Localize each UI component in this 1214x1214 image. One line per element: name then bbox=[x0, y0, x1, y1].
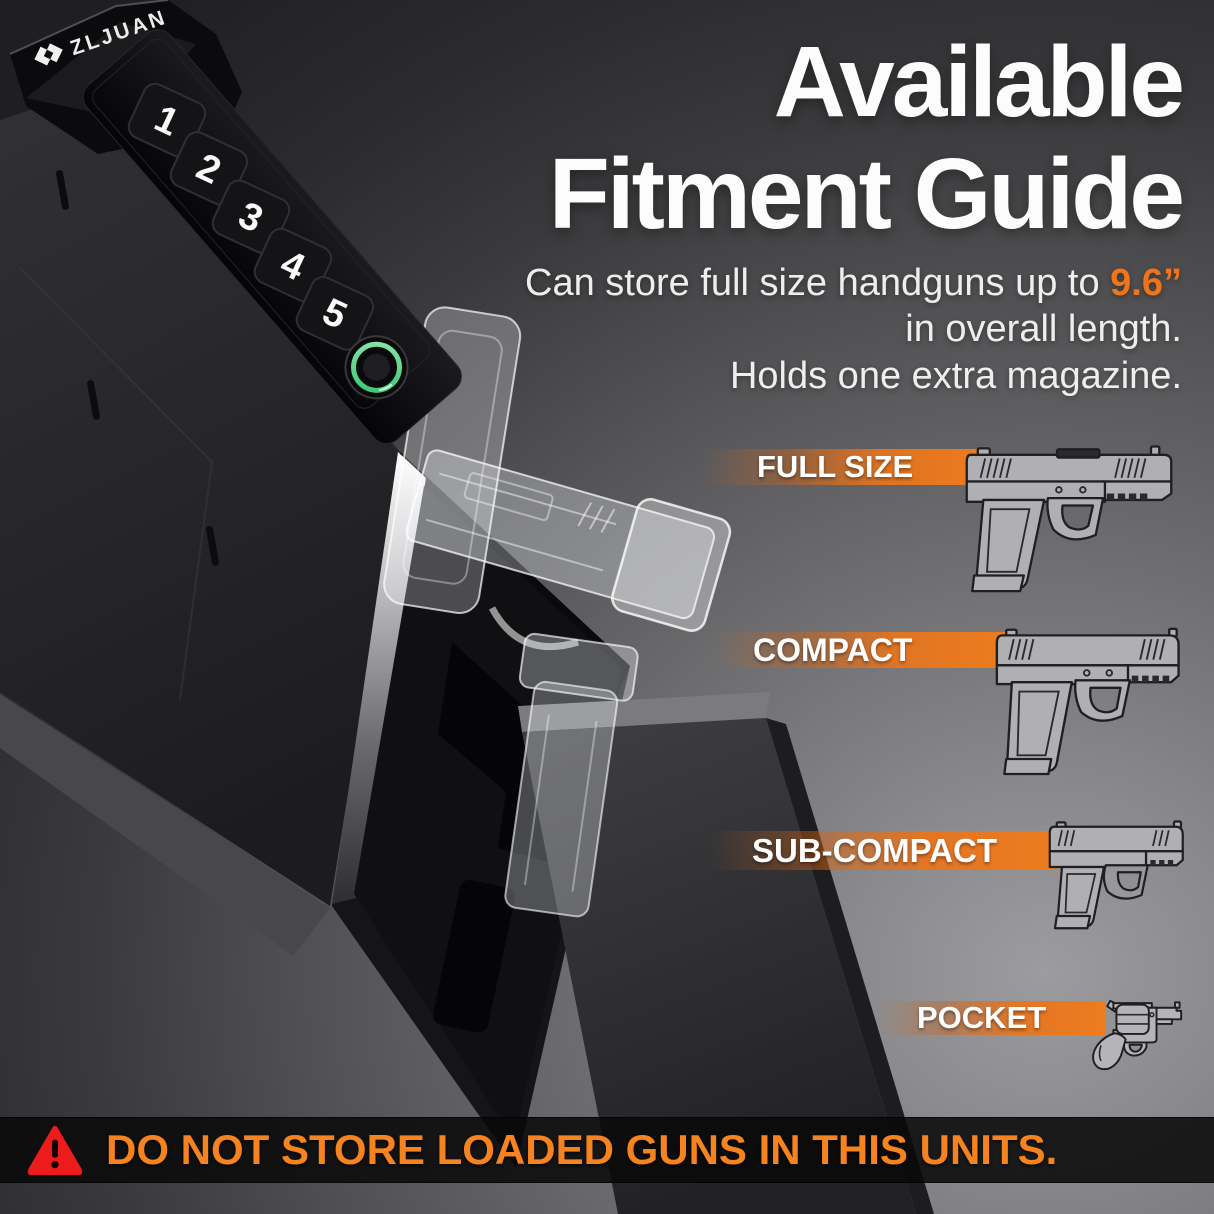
foam-magazine-cutout bbox=[433, 879, 515, 1033]
warning-text: DO NOT STORE LOADED GUNS IN THIS UNITS. bbox=[106, 1126, 1058, 1173]
fingerprint-ring bbox=[351, 341, 403, 393]
warning-banner: DO NOT STORE LOADED GUNS IN THIS UNITS. bbox=[0, 1117, 1214, 1183]
keypad-strip: 1 2 3 4 5 bbox=[82, 29, 462, 445]
keypad-button-5[interactable]: 5 bbox=[293, 273, 377, 353]
safe-bottom-face bbox=[0, 694, 330, 956]
category-label: COMPACT bbox=[753, 631, 913, 668]
full-size-pistol-icon bbox=[965, 445, 1173, 593]
clear-pistol bbox=[383, 306, 732, 651]
category-label: FULL SIZE bbox=[757, 449, 914, 484]
fingerprint-sensor[interactable] bbox=[333, 324, 420, 411]
max-length-highlight: 9.6” bbox=[1110, 262, 1182, 304]
mounting-slot bbox=[56, 170, 219, 566]
category-label: POCKET bbox=[917, 1000, 1047, 1035]
safe-body bbox=[0, 92, 400, 906]
category-label: SUB-COMPACT bbox=[752, 831, 998, 869]
pocket-revolver-icon bbox=[1092, 999, 1183, 1071]
category-band-sub-compact: SUB-COMPACT bbox=[710, 831, 1058, 870]
description-line-3: Holds one extra magazine. bbox=[729, 354, 1182, 397]
brand-logo-icon bbox=[34, 43, 63, 66]
description: Can store full size handguns up to 9.6” … bbox=[525, 260, 1182, 399]
compact-pistol-icon bbox=[995, 627, 1180, 776]
category-band-full-size: FULL SIZE bbox=[702, 449, 990, 485]
category-band-compact: COMPACT bbox=[712, 632, 1008, 668]
cavity-lit-edge bbox=[332, 452, 426, 904]
description-line-1: Can store full size handguns up to bbox=[525, 262, 1111, 304]
title-line-2: Fitment Guide bbox=[548, 138, 1185, 250]
category-band-pocket: POCKET bbox=[878, 1000, 1106, 1035]
clear-magazine bbox=[504, 632, 639, 918]
title-line-1: Available bbox=[773, 26, 1185, 138]
sub-compact-pistol-icon bbox=[1048, 820, 1184, 930]
warning-triangle-icon bbox=[27, 1125, 83, 1175]
description-line-2: in overall length. bbox=[905, 308, 1182, 351]
page-title: Available Fitment Guide bbox=[548, 26, 1185, 250]
